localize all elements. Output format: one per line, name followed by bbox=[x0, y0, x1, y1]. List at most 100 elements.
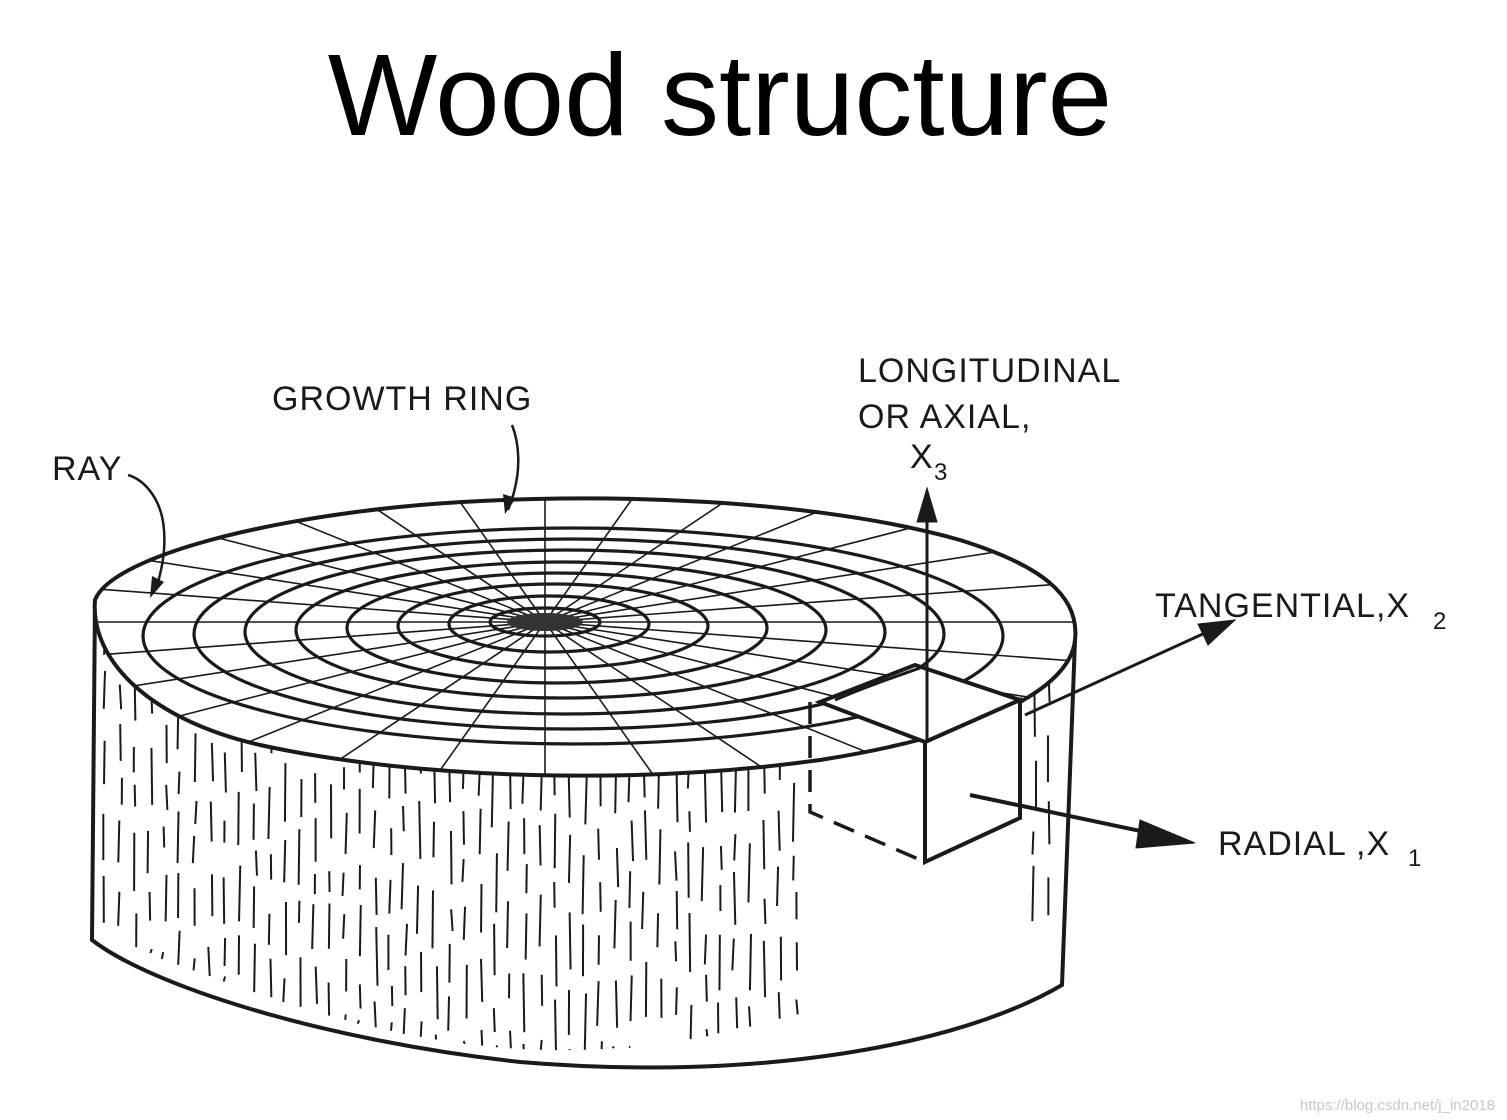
grain-mark bbox=[149, 948, 153, 954]
grain-mark bbox=[297, 829, 301, 885]
grain-mark bbox=[415, 885, 420, 934]
grain-mark bbox=[675, 768, 679, 823]
cut-ring-arc bbox=[834, 666, 921, 702]
grain-mark bbox=[449, 830, 453, 885]
grain-mark bbox=[358, 905, 362, 957]
grain-mark bbox=[238, 865, 242, 922]
grain-mark bbox=[222, 976, 227, 982]
grain-mark bbox=[792, 855, 795, 881]
grain-mark bbox=[146, 830, 150, 874]
grain-mark bbox=[506, 821, 510, 871]
grain-mark bbox=[450, 909, 454, 932]
grain-mark bbox=[735, 997, 739, 1029]
grain-mark bbox=[584, 774, 588, 825]
grain-mark bbox=[492, 1008, 496, 1033]
grain-mark bbox=[614, 774, 617, 814]
grain-mark bbox=[509, 1030, 512, 1049]
grain-mark bbox=[700, 847, 705, 902]
longitudinal-label-line1: LONGITUDINAL bbox=[858, 352, 1121, 390]
grain-mark bbox=[539, 773, 543, 811]
grain-mark bbox=[418, 800, 422, 859]
grain-mark bbox=[223, 752, 227, 793]
grain-mark bbox=[480, 1029, 484, 1046]
ray-line bbox=[406, 621, 546, 776]
grain-mark bbox=[390, 1022, 393, 1031]
grain-mark bbox=[117, 820, 121, 863]
grain-mark bbox=[628, 871, 632, 908]
grain-mark bbox=[177, 771, 181, 795]
grain-mark bbox=[762, 819, 766, 870]
grain-mark bbox=[150, 747, 154, 805]
grain-mark bbox=[177, 930, 181, 965]
grain-mark bbox=[176, 811, 180, 864]
grain-mark bbox=[495, 1044, 499, 1048]
grain-mark bbox=[643, 810, 648, 860]
grain-mark bbox=[480, 958, 484, 1003]
ray-leader-arrowhead bbox=[150, 576, 164, 598]
grain-mark bbox=[583, 993, 588, 1050]
ray-line bbox=[94, 576, 546, 623]
grain-mark bbox=[192, 958, 196, 971]
ray-line bbox=[406, 498, 546, 623]
grain-mark bbox=[614, 980, 619, 1028]
grain-mark bbox=[568, 912, 572, 970]
grain-mark bbox=[567, 834, 572, 883]
grain-mark bbox=[748, 933, 753, 991]
grain-mark bbox=[356, 1019, 361, 1025]
grain-mark bbox=[210, 742, 215, 782]
grain-mark bbox=[705, 1028, 709, 1037]
grain-mark bbox=[506, 901, 510, 949]
grain-mark bbox=[341, 872, 345, 897]
grain-mark bbox=[732, 871, 737, 925]
grain-mark bbox=[223, 937, 227, 967]
grain-mark bbox=[404, 923, 408, 956]
grain-mark bbox=[447, 996, 451, 1031]
growth-rings bbox=[141, 526, 1005, 746]
grain-mark bbox=[687, 842, 690, 898]
grain-mark bbox=[209, 801, 213, 842]
longitudinal-subscript: 3 bbox=[934, 459, 947, 486]
page-title: Wood structure bbox=[327, 30, 1113, 160]
grain-mark bbox=[402, 1008, 406, 1034]
grain-mark bbox=[538, 825, 542, 866]
grain-mark bbox=[207, 946, 211, 977]
grain-mark bbox=[763, 898, 767, 925]
ray-line bbox=[544, 498, 932, 623]
growth-ring bbox=[447, 594, 651, 654]
ray-leader bbox=[127, 473, 166, 591]
grain-mark bbox=[495, 853, 498, 913]
grain-mark bbox=[597, 828, 600, 860]
longitudinal-var: X bbox=[910, 438, 934, 476]
grain-mark bbox=[656, 913, 660, 948]
ray-line bbox=[94, 621, 546, 668]
cut-block-hidden-edges bbox=[808, 702, 926, 864]
grain-mark bbox=[674, 941, 678, 962]
grain-mark bbox=[777, 810, 781, 851]
grain-mark bbox=[419, 1021, 423, 1037]
grain-mark bbox=[358, 984, 362, 1009]
grain-mark bbox=[164, 874, 168, 922]
grain-mark bbox=[102, 740, 106, 785]
longitudinal-label-line2: OR AXIAL, bbox=[858, 398, 1031, 436]
grain-mark bbox=[254, 752, 258, 792]
grain-mark bbox=[148, 892, 152, 921]
grain-mark bbox=[327, 903, 331, 949]
grain-mark bbox=[267, 913, 271, 945]
grain-mark bbox=[509, 770, 512, 810]
grain-mark bbox=[1031, 865, 1035, 922]
grain-mark bbox=[267, 786, 271, 840]
grain-mark bbox=[222, 877, 226, 924]
grain-mark bbox=[373, 1001, 377, 1028]
grain-mark bbox=[689, 1004, 693, 1040]
grain-mark bbox=[554, 999, 557, 1051]
radial-label: RADIAL ,X bbox=[1218, 825, 1390, 863]
grain-mark bbox=[462, 811, 465, 845]
grain-mark bbox=[435, 966, 439, 1020]
grain-mark bbox=[688, 811, 691, 832]
grain-mark bbox=[539, 1039, 543, 1050]
grain-mark bbox=[777, 992, 781, 1019]
ray-line bbox=[275, 498, 546, 623]
grain-mark bbox=[400, 863, 405, 910]
grain-mark bbox=[160, 951, 165, 960]
grain-mark bbox=[524, 913, 528, 960]
